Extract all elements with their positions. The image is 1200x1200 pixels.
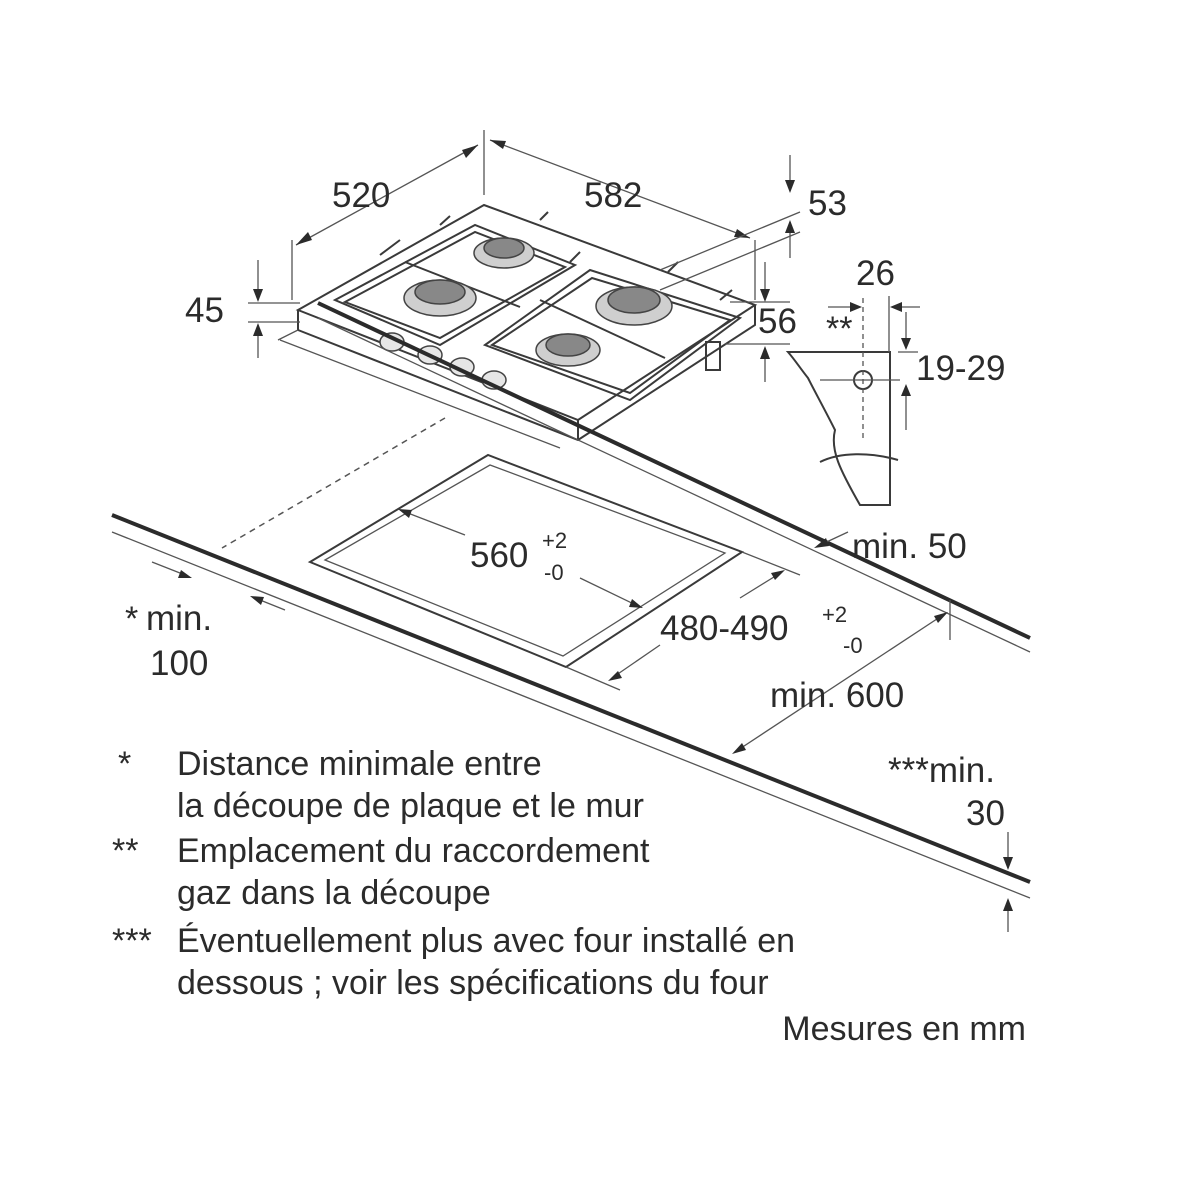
dim-560: 560 +2 -0 [398,509,643,608]
dim-480-490: 480-490 +2 -0 [565,551,863,691]
burner-back-right [595,286,673,326]
min-30-value: 30 [966,794,1005,833]
note-1-line1: Distance minimale entre [177,745,542,783]
burner-back-left [473,237,535,269]
min-100-value: 100 [150,644,208,683]
dim-45-label: 45 [185,291,224,330]
min-100-label: min. [146,599,212,638]
dim-560-tol-plus: +2 [542,528,567,553]
note-3-line1: Éventuellement plus avec four installé e… [177,922,795,960]
note-2-line2: gaz dans la découpe [177,874,491,912]
dim-53-label: 53 [808,184,847,223]
dim-19-29-label: 19-29 [916,349,1006,388]
dim-480-tol-plus: +2 [822,602,847,627]
gas-hob [277,203,758,449]
dim-min-50: min. 50 [814,527,967,566]
note-1-marker: * [118,745,131,783]
dim-min-600-label: min. 600 [770,676,904,715]
note-2-marker: ** [112,832,138,870]
dim-min-30: ***min. 30 [888,751,1013,932]
dim-26-label: 26 [856,254,895,293]
dim-480-tol-minus: -0 [843,633,863,658]
footnotes: * Distance minimale entre la découpe de … [112,745,1026,1048]
note-2-line1: Emplacement du raccordement [177,832,650,870]
dim-582-label: 582 [584,176,642,215]
gas-connector-stub [705,341,721,371]
dim-480-main: 480-490 [660,609,788,648]
dim-560-main: 560 [470,536,528,575]
dim-min-600: min. 600 [732,600,951,754]
dim-520-label: 520 [332,176,390,215]
min-30-label: ***min. [888,751,995,790]
min-100-star: * [125,600,138,638]
burner-front-right [535,333,601,367]
dim-560-tol-minus: -0 [544,560,564,585]
note-1-line2: la découpe de plaque et le mur [177,787,644,825]
dim-45: 45 [185,260,300,358]
units-note: Mesures en mm [782,1010,1026,1048]
pan-supports [332,211,743,402]
dim-min-50-label: min. 50 [852,527,967,566]
dim-53: 53 [659,155,847,291]
dim-width: 582 [489,139,756,300]
note-3-marker: *** [112,922,152,960]
dim-56: 56 [725,262,797,382]
note-3-line2: dessous ; voir les spécifications du fou… [177,964,769,1002]
burner-front-left [403,279,477,317]
worktop [111,301,1031,899]
dim-56-label: 56 [758,302,797,341]
gas-connection-detail: 26 ** 19-29 [785,254,1006,506]
dim-min-100: * min. 100 [125,561,286,683]
gas-star-label: ** [826,310,852,348]
dim-depth: 520 [291,130,485,300]
